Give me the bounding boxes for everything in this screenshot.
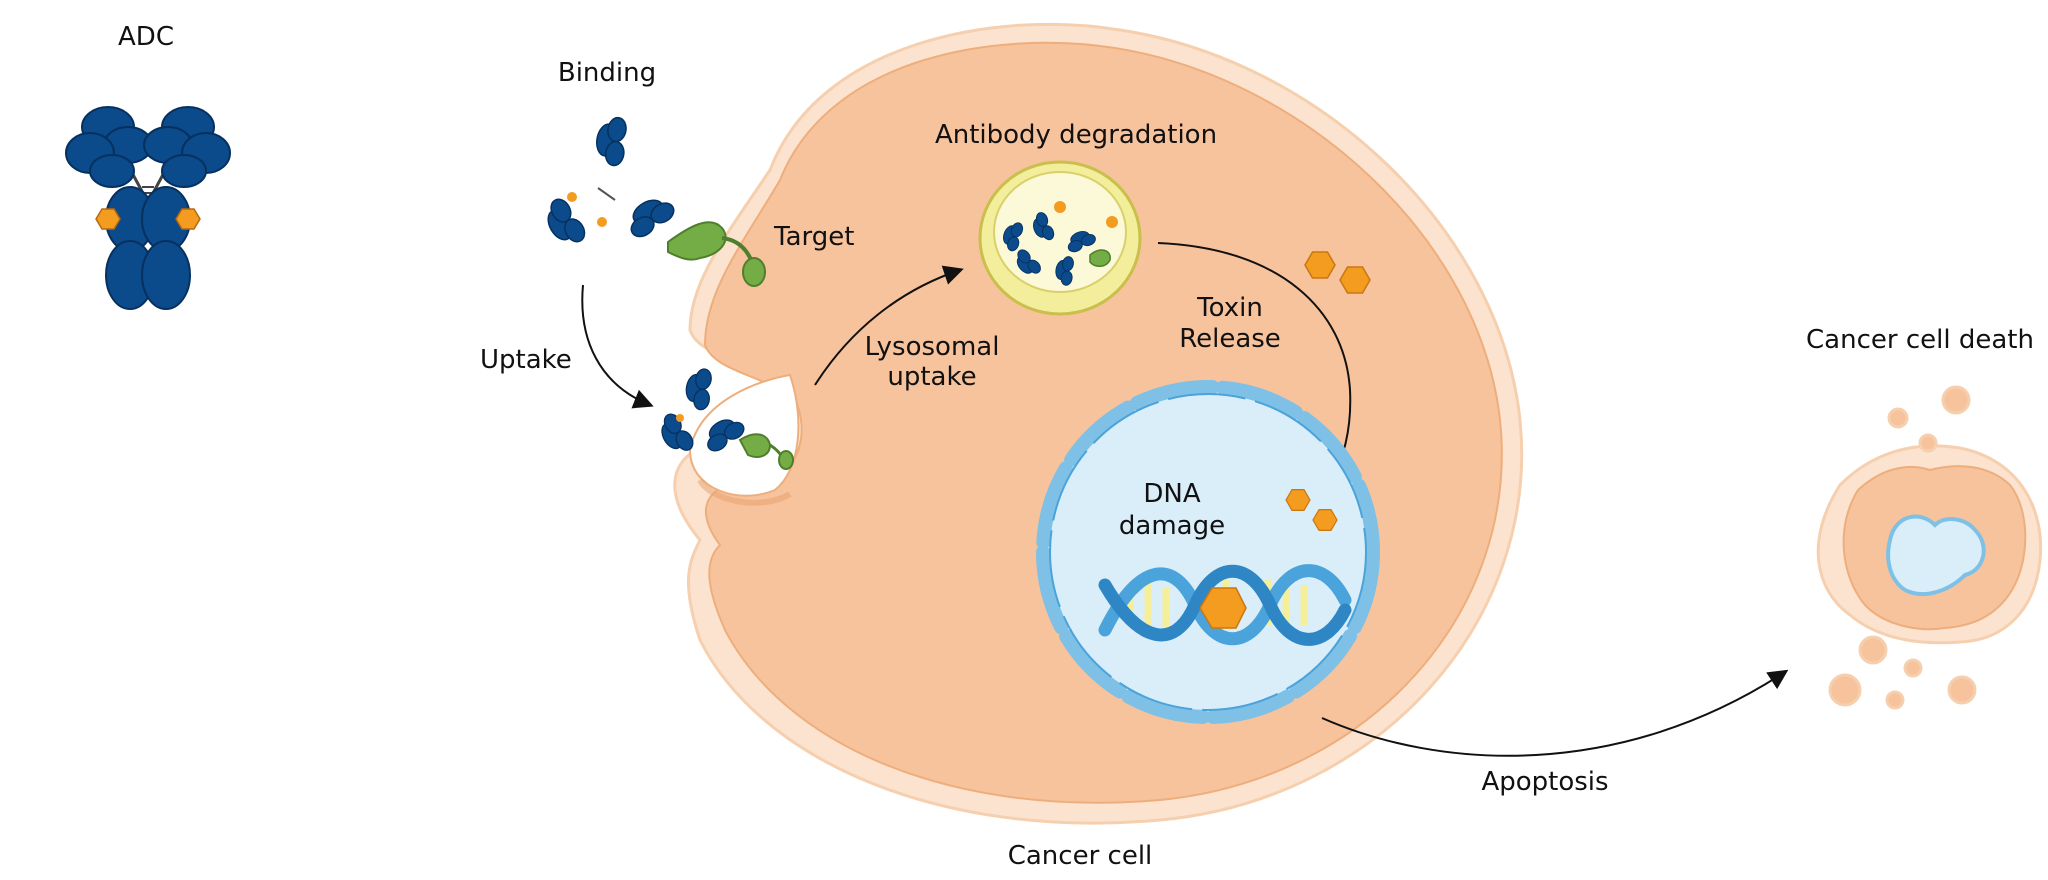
uptake-label: Uptake <box>480 345 572 375</box>
internalized-adc <box>653 365 794 470</box>
endocytic-pocket <box>688 373 800 497</box>
target-label: Target <box>773 222 854 252</box>
endocytic-pocket-shadow <box>697 478 792 506</box>
toxin-release-label-1: Toxin <box>1196 293 1263 323</box>
lysosomal-uptake-arrow <box>814 265 964 386</box>
lysosomal-uptake-label-2: uptake <box>887 362 976 392</box>
cancer-cell-death-label: Cancer cell death <box>1806 325 2034 355</box>
nuclear-envelope <box>1036 380 1380 724</box>
apoptosis-arrow <box>1321 669 1789 757</box>
binding-label: Binding <box>558 58 656 88</box>
toxin-release-label-2: Release <box>1179 324 1281 354</box>
apoptosis-label: Apoptosis <box>1481 767 1608 797</box>
binding-adc <box>538 113 680 252</box>
dna-damage-label-2: damage <box>1119 511 1225 541</box>
cancer-cell-label: Cancer cell <box>1008 841 1153 871</box>
lysosome <box>978 160 1142 316</box>
lysosomal-uptake-label-1: Lysosomal <box>865 332 1000 362</box>
nucleus <box>1036 380 1380 724</box>
dna-damage-label-1: DNA <box>1143 479 1200 509</box>
antibody-degradation-label: Antibody degradation <box>935 120 1217 150</box>
uptake-arrow <box>581 284 654 409</box>
condensed-nucleus <box>1886 514 1986 596</box>
target-receptor <box>667 221 766 287</box>
dna-helix <box>1098 564 1352 646</box>
adc-label: ADC <box>118 22 174 52</box>
dying-cancer-cell <box>1816 444 2043 645</box>
intercalated-toxin <box>1199 587 1247 629</box>
apoptotic-bodies <box>1828 385 1977 710</box>
adc-antibody-icon <box>64 105 232 311</box>
